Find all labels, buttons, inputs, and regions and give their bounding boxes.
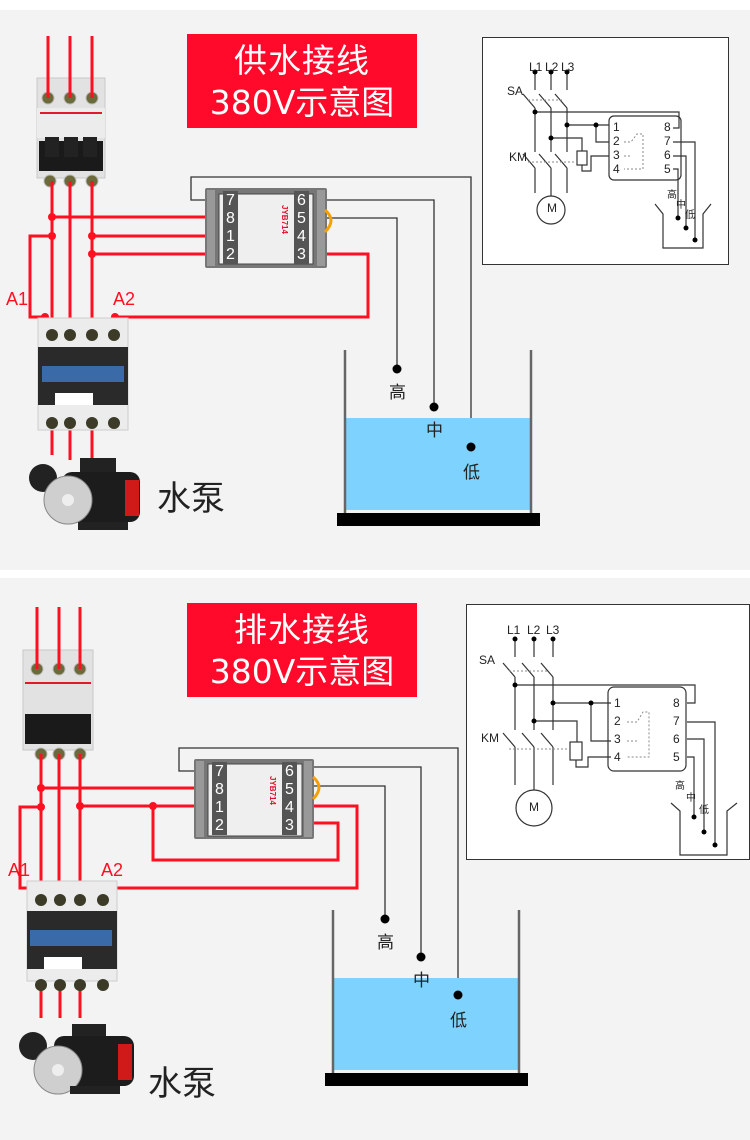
schematic-terminal: 8 [673,696,680,710]
supply-title-banner: 供水接线 380V示意图 [187,34,417,128]
schematic-lines [522,69,712,249]
relay-terminal: 8 [212,780,227,799]
wire-junctions [31,784,157,892]
level-low-label: 低 [463,463,480,483]
relay-terminal: 4 [282,798,297,817]
schematic-terminal: 6 [664,148,671,162]
level-probes [380,914,463,1000]
relay-model-label: JYB714 [268,776,277,805]
water-tank [337,350,540,526]
schematic-terminal: 7 [673,714,680,728]
level-probes [392,364,476,452]
schematic-terminal: 3 [613,148,620,162]
relay-terminal: 4 [294,227,309,246]
schematic-terminal: 7 [664,134,671,148]
relay-terminal: 5 [294,209,309,228]
relay-terminal: 6 [294,191,309,210]
level-mid-label: 中 [413,971,430,991]
supply-schematic: L1 L2 L3 SA KM M 1 2 3 4 8 7 6 5 高 中 低 [482,37,729,265]
schematic-terminal: 5 [664,162,671,176]
schematic-terminal: 6 [673,732,680,746]
schematic-level-high: 高 [667,190,677,201]
relay-terminal: 1 [223,227,238,246]
contactor [26,880,118,991]
drain-wiring-panel: 排水接线 380V示意图 7 8 1 2 6 5 4 3 JYB714 A1 A… [0,578,750,1140]
schematic-level-low: 低 [685,210,695,221]
water-pump [19,1024,134,1095]
relay-terminal: 7 [223,191,238,210]
schematic-level-mid: 中 [676,200,686,211]
relay-terminal: 2 [212,816,227,835]
schematic-terminal: 1 [614,696,621,710]
sensor-wires [178,747,459,992]
supply-subtitle: 380V示意图 [209,83,395,122]
schematic-phase-l1: L1 [529,60,543,74]
relay-terminal: 2 [223,245,238,264]
schematic-switch-label: SA [507,84,524,98]
coil-a2-label: A2 [101,860,124,880]
schematic-level-mid: 中 [686,793,696,804]
relay-terminal: 6 [282,762,297,781]
drain-title-banner: 排水接线 380V示意图 [187,603,417,697]
schematic-terminal: 4 [614,750,621,764]
schematic-phase-l3: L3 [546,623,560,637]
schematic-terminal: 2 [613,134,620,148]
schematic-level-high: 高 [675,781,685,792]
schematic-contactor-label: KM [481,731,499,745]
supply-wiring-panel: 供水接线 380V示意图 7 8 1 2 6 5 4 3 JYB714 A1 A… [0,10,750,570]
relay-terminal: 8 [223,209,238,228]
pump-label: 水泵 [157,479,225,519]
level-low-label: 低 [450,1011,467,1031]
supply-title: 供水接线 [234,41,370,80]
schematic-lines [502,636,738,856]
relay-terminal: 3 [294,245,309,264]
schematic-terminal: 1 [613,120,620,134]
power-wires [18,607,359,1018]
schematic-contactor-label: KM [509,150,527,164]
schematic-phase-l2: L2 [545,60,559,74]
level-mid-label: 中 [426,421,443,441]
coil-a2-label: A2 [113,289,136,309]
level-high-label: 高 [389,383,406,403]
schematic-phase-l3: L3 [561,60,575,74]
schematic-terminal: 4 [613,162,620,176]
drain-subtitle: 380V示意图 [209,652,395,691]
drain-title: 排水接线 [234,610,370,649]
sensor-wires [190,176,472,445]
schematic-level-low: 低 [699,805,709,816]
schematic-motor-label: M [529,800,539,814]
coil-a1-label: A1 [8,860,31,880]
schematic-switch-label: SA [479,653,496,667]
schematic-phase-l1: L1 [507,623,521,637]
relay-terminal: 3 [282,816,297,835]
schematic-terminal: 5 [673,750,680,764]
relay-terminal: 5 [282,780,297,799]
schematic-terminal: 2 [614,714,621,728]
coil-a1-label: A1 [6,289,29,309]
schematic-terminal: 8 [664,120,671,134]
relay-model-label: JYB714 [280,205,289,234]
drain-schematic: L1 L2 L3 SA KM M 1 2 3 4 8 7 6 5 高 中 低 [466,604,750,860]
water-pump [29,458,140,530]
level-high-label: 高 [377,933,394,953]
relay-terminal: 1 [212,798,227,817]
water-tank [325,910,528,1086]
relay-terminal: 7 [212,762,227,781]
schematic-terminal: 3 [614,732,621,746]
contactor [37,317,129,431]
pump-label: 水泵 [148,1064,216,1104]
schematic-phase-l2: L2 [527,623,541,637]
schematic-motor-label: M [547,201,557,215]
